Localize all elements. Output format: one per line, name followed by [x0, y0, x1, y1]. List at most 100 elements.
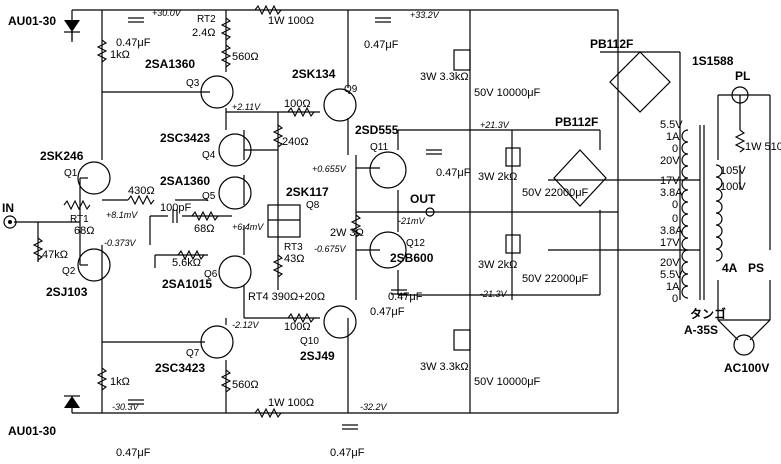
rt2-name: RT2 [197, 14, 216, 25]
r1w-top: 1W 100Ω [268, 15, 314, 27]
q7-part: 2SC3423 [155, 361, 205, 375]
v-0675: -0.675V [314, 244, 347, 254]
wiring [14, 10, 771, 413]
transistor-q4 [218, 133, 252, 167]
cap-047-6: 0.47μF [370, 306, 405, 318]
tap-8: 0 [672, 213, 678, 225]
v-64mv: +6.4mV [232, 222, 264, 232]
pilot-lamp-label: PL [735, 69, 750, 83]
v-81mv: +8.1mV [106, 210, 138, 220]
transistor-q7 [200, 325, 234, 359]
v-212: -2.12V [232, 320, 260, 330]
transistor-q5 [218, 176, 252, 210]
transistor-q10 [323, 305, 357, 339]
tap-1: 5.5V [660, 119, 683, 131]
diode-bottom [64, 395, 80, 408]
diode-bottom-label: AU01-30 [8, 424, 56, 438]
q12-ref: Q12 [406, 238, 425, 249]
transistor-q12 [369, 231, 407, 269]
ac-label: AC100V [724, 361, 769, 375]
output-label: OUT [410, 192, 436, 206]
q4-part: 2SC3423 [160, 131, 210, 145]
q11-part: 2SD555 [355, 123, 399, 137]
cap-047-5: 0.47μF [436, 167, 471, 179]
tap-2: 1A [666, 131, 680, 143]
tap-3: 0 [672, 143, 678, 155]
tap-12: 5.5V [660, 269, 683, 281]
c100p: 100pF [160, 202, 191, 214]
tap-13: 1A [666, 281, 680, 293]
resistors [32, 4, 746, 419]
v-303m: -30.3V [112, 402, 140, 412]
r2w3: 2W 3Ω [330, 227, 364, 239]
positive-rail [72, 9, 619, 52]
r430: 430Ω [128, 185, 155, 197]
q9-part: 2SK134 [292, 67, 336, 81]
transistor-q11 [369, 151, 407, 189]
r100-bottom: 100Ω [284, 321, 311, 333]
bridge-1-label: PB112F [590, 37, 633, 51]
negative-rail [72, 380, 619, 414]
cap-047-3: 0.47μF [364, 39, 399, 51]
primary-100: 100V [720, 181, 746, 193]
q2-part: 2SJ103 [46, 285, 88, 299]
c22000-bottom: 50V 22000μF [522, 273, 589, 285]
q4-ref: Q4 [202, 150, 216, 161]
diode-pl-label: 1S1588 [692, 54, 734, 68]
q12-part: 2SB600 [390, 251, 434, 265]
r560-bottom: 560Ω [232, 379, 259, 391]
capacitors [128, 17, 521, 430]
c10000-top: 50V 10000μF [474, 87, 541, 99]
bridge-2-label: PB112F [555, 115, 598, 129]
diode-top [64, 20, 80, 42]
switch-label: PS [748, 261, 764, 275]
q5-ref: Q5 [202, 191, 216, 202]
cap-047-2: 0.47μF [116, 447, 151, 459]
q6-ref: Q6 [204, 269, 218, 280]
tap-11: 20V [660, 257, 680, 269]
r3w33-bottom: 3W 3.3kΩ [420, 361, 469, 373]
r240: 240Ω [282, 136, 309, 148]
rt1-name: RT1 [70, 214, 89, 225]
c10000-bottom: 50V 10000μF [474, 376, 541, 388]
q8-ref: Q8 [306, 200, 320, 211]
r510: 1W 510Ω [745, 141, 781, 153]
q9-ref: Q9 [344, 84, 358, 95]
v-213p: +21.3V [480, 120, 510, 130]
rt3-name: RT3 [284, 242, 303, 253]
tap-5: 17V [660, 175, 680, 187]
v-211: +2.11V [232, 102, 261, 112]
v-30p: +30.0V [152, 8, 182, 18]
transformer-model: A-35S [684, 323, 718, 337]
q2-ref: Q2 [62, 266, 76, 277]
q7-ref: Q7 [186, 348, 200, 359]
v-0655: +0.655V [312, 164, 347, 174]
r100-top: 100Ω [284, 98, 311, 110]
q6-part: 2SA1015 [162, 277, 212, 291]
tap-4: 20V [660, 155, 680, 167]
r68a: 68Ω [194, 223, 214, 235]
r47k: 47kΩ [42, 249, 68, 261]
transistor-q6 [218, 255, 252, 289]
cap-047-7: 0.47μF [388, 291, 423, 303]
transistor-q8 [267, 204, 301, 238]
q10-part: 2SJ49 [300, 349, 335, 363]
tap-6: 3.8A [660, 187, 683, 199]
diode-top-label: AU01-30 [8, 14, 56, 28]
rt2-value: 2.4Ω [192, 27, 216, 39]
v-322m: -32.2V [360, 402, 388, 412]
transformer-brand: タンゴ [690, 306, 726, 321]
r3w2k-top: 3W 2kΩ [478, 171, 517, 183]
q3-part: 2SA1360 [145, 57, 195, 71]
ac-plug [717, 319, 771, 356]
bridge-2 [553, 149, 607, 207]
c22000-top: 50V 22000μF [522, 187, 589, 199]
v-332p: +33.2V [410, 10, 440, 20]
pilot-lamp [731, 86, 749, 104]
q1-ref: Q1 [64, 168, 78, 179]
input-jack [3, 215, 17, 229]
r1k-bottom: 1kΩ [110, 376, 130, 388]
transistor-q3 [200, 75, 234, 109]
bridge-1 [609, 51, 671, 113]
